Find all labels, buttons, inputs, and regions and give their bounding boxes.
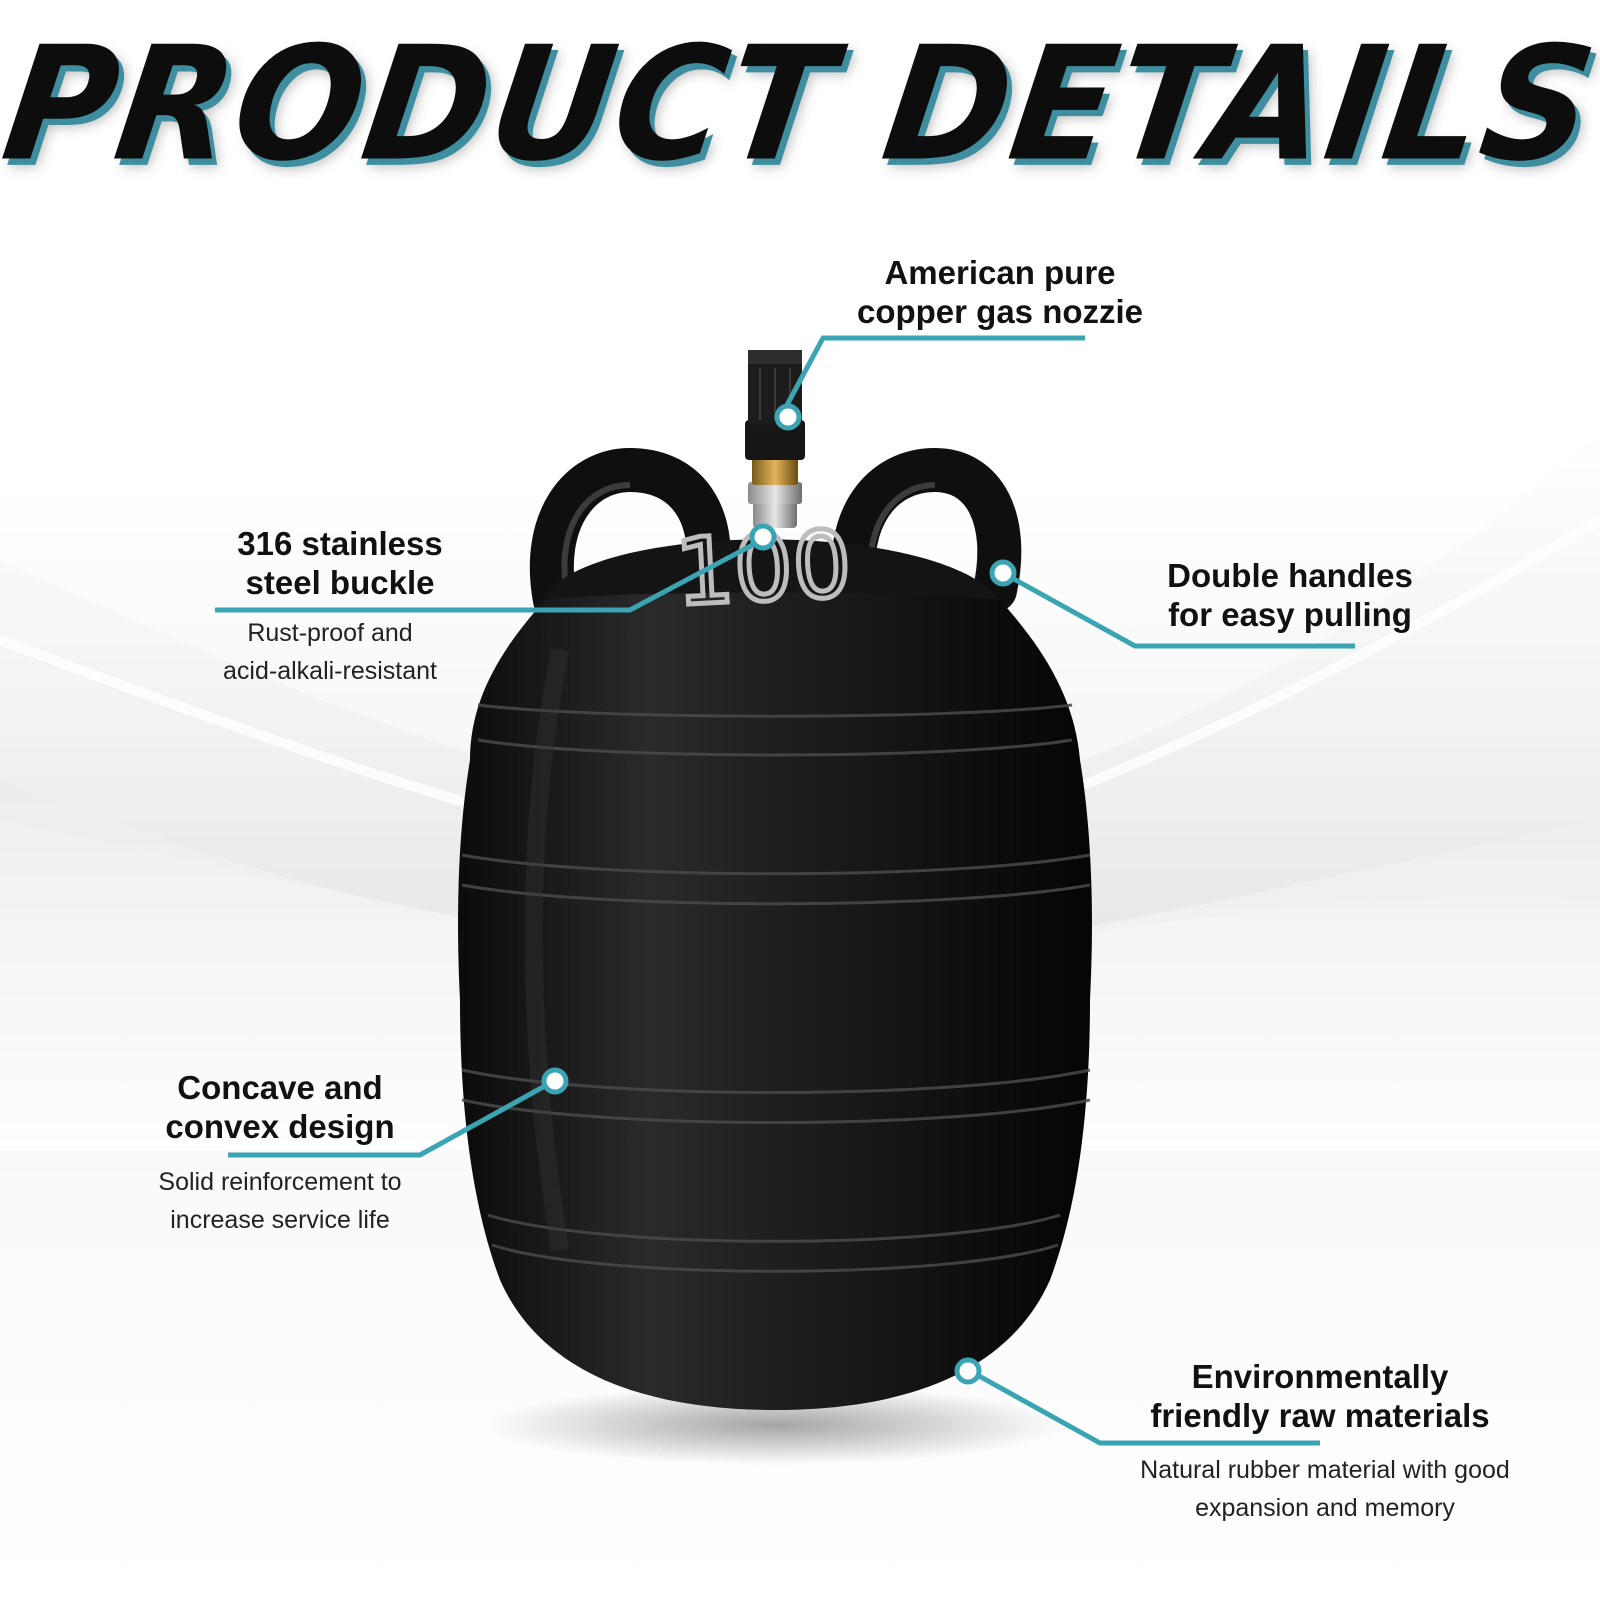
callout-heading: Environmentally [1191,1358,1449,1395]
materials-callout-dot [954,1357,982,1385]
nozzle-callout-dot [774,403,802,431]
callout-buckle: 316 stainless steel buckle [150,524,530,602]
callout-nozzle: American pure copper gas nozzie [810,253,1190,331]
callout-subtext: Natural rubber material with good [1140,1456,1510,1484]
callout-subtext: increase service life [170,1206,390,1234]
handles-callout-dot [989,559,1017,587]
callout-subtext: expansion and memory [1195,1494,1455,1522]
callout-handles: Double handles for easy pulling [1100,556,1480,634]
callout-heading: Concave and [177,1069,383,1106]
callout-heading: American pure [884,254,1116,291]
callout-subtext: Rust-proof and [247,619,413,647]
floor-shadow [485,1385,1065,1465]
nozzle-leader-line [777,335,1085,420]
design-leader-line [228,1078,556,1158]
callout-heading: friendly raw materials [1150,1397,1490,1434]
design-callout-dot [541,1067,569,1095]
barrel-body [458,592,1092,1410]
callout-subtext: acid-alkali-resistant [223,657,437,685]
callout-heading: copper gas nozzie [856,293,1144,330]
handles-leader-line [1001,570,1355,649]
callout-subtext: Solid reinforcement to [158,1168,402,1196]
callout-materials-sub: Natural rubber material with good expans… [1090,1451,1560,1527]
callout-heading: Double handles [1167,557,1413,594]
callout-design: Concave and convex design [90,1068,470,1146]
materials-leader-line [968,1368,1320,1446]
callout-heading: steel buckle [245,564,435,601]
body-ridges [461,703,1091,1273]
callout-materials: Environmentally friendly raw materials [1090,1357,1550,1435]
callout-heading: 316 stainless [237,525,443,562]
callout-heading: for easy pulling [1168,596,1412,633]
callout-buckle-sub: Rust-proof and acid-alkali-resistant [150,614,510,690]
callout-design-sub: Solid reinforcement to increase service … [100,1163,460,1239]
callout-heading: convex design [165,1108,395,1145]
buckle-callout-dot [749,523,777,551]
left-handle-icon [529,447,731,622]
buckle-leader-line [215,537,764,613]
